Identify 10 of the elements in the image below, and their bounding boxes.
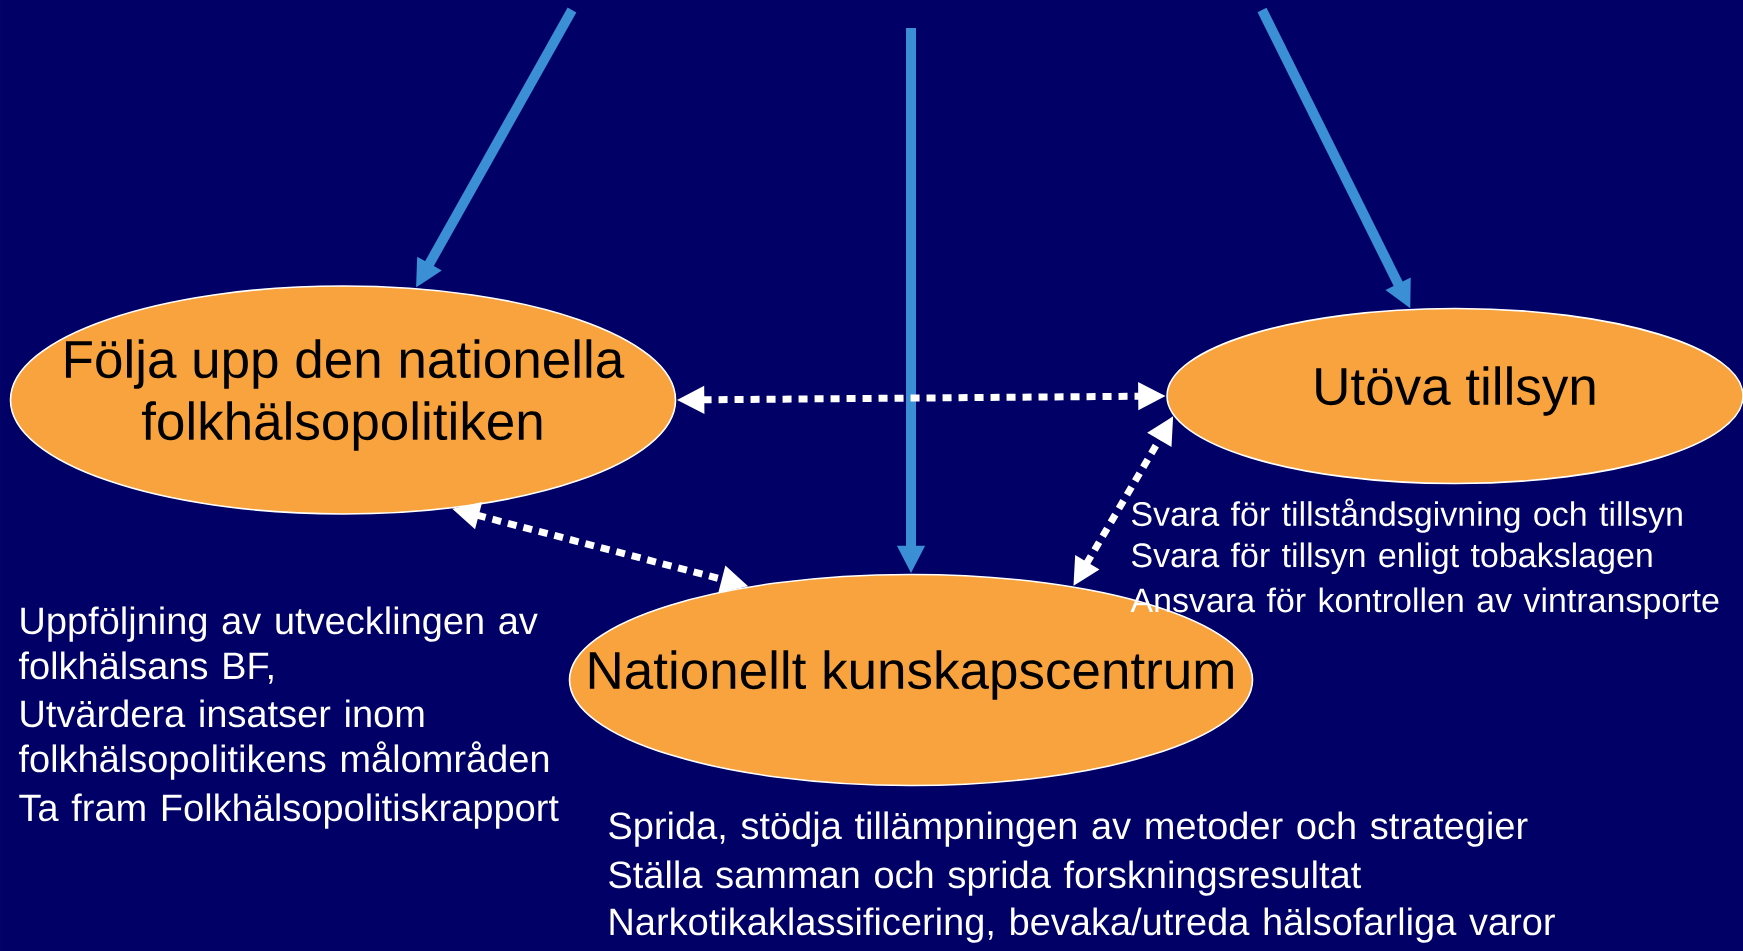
note-text: Ta fram Folkhälsopolitiskrapport [19,793,559,829]
note-text: Sprida, stödja tillämpningen av metoder och strategier [609,811,1528,847]
ellipse-node: Utöva tillsyn [1166,307,1743,485]
note-text: Uppföljning av utvecklingen av folkhälsans BF, [18,606,538,684]
note-text: Utvärdera insatser inom folkhälsopolitikens målområden [18,699,549,780]
note-text: Ställa samman och sprida forskningsresultat [609,860,1361,896]
ellipse-node: Följa upp den nationella folkhälsopolitiken [9,285,677,515]
note-text: Svara för tillståndsgivning och tillsyn [1131,498,1682,533]
note-text: Narkotikaklassificering, bevaka/utreda hälsofarliga varor [610,907,1555,943]
note-text: Svara för tillsyn enligt tobakslagen [1131,542,1652,575]
